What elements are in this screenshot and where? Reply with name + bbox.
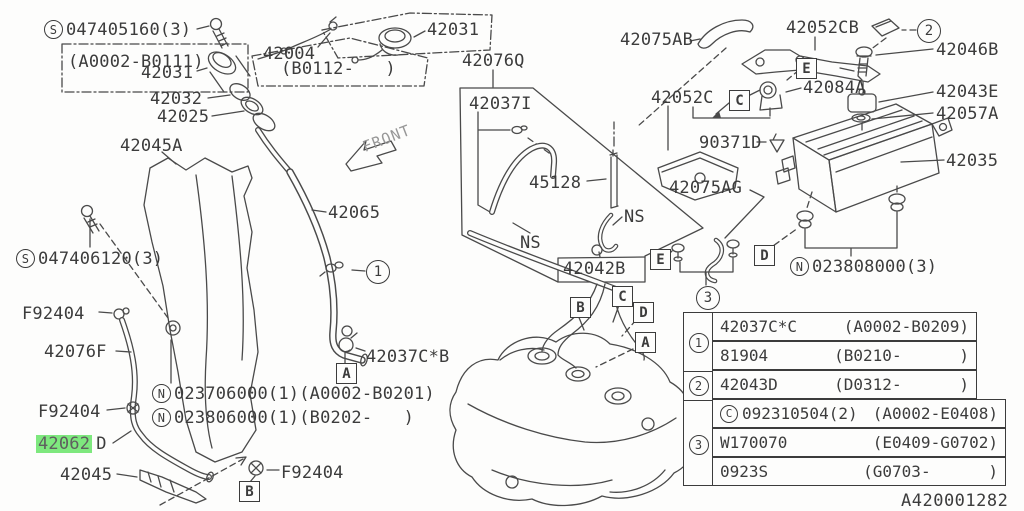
- callout-42035[interactable]: 42035: [946, 151, 999, 171]
- callout-42075ag[interactable]: 42075AG: [669, 178, 743, 198]
- ref-box-a-2: A: [336, 363, 357, 384]
- callout-42046b[interactable]: 42046B: [936, 40, 999, 60]
- ref-box-c-2: C: [612, 286, 633, 307]
- callout-45128[interactable]: 45128: [529, 173, 582, 193]
- circle-c-marker: C: [720, 404, 738, 423]
- callout-range-b0112: (B0112- ): [281, 59, 396, 79]
- table-divider: [684, 371, 713, 372]
- circle-n-marker: N: [790, 257, 809, 276]
- ref-box-c-1: C: [729, 90, 750, 111]
- table-row[interactable]: 42037C*C (A0002-B0209): [712, 312, 977, 341]
- vent-hose-run: [98, 307, 280, 506]
- ref-box-a-1: A: [635, 332, 656, 353]
- ref-box-d-2: D: [633, 302, 654, 323]
- callout-42084a[interactable]: 42084A: [803, 78, 866, 98]
- callout-42076q[interactable]: 42076Q: [462, 51, 525, 71]
- highlighted-part-42062: 42062: [36, 434, 93, 454]
- protector-panel: [80, 151, 259, 463]
- ref-circle-3: 3: [696, 286, 720, 310]
- callout-42042b[interactable]: 42042B: [563, 259, 626, 279]
- table-row[interactable]: W170070 (E0409-G0702): [712, 428, 1006, 457]
- group-marker-3: 3: [688, 435, 709, 455]
- callout-42037cb[interactable]: 42037C*B: [366, 347, 450, 367]
- callout-42037i[interactable]: 42037I: [469, 94, 532, 114]
- callout-f92404-1[interactable]: F92404: [22, 304, 85, 324]
- group-marker-1: 1: [688, 333, 709, 353]
- callout-ns-1: NS: [520, 233, 541, 253]
- diagram-number: A420001282: [901, 491, 1009, 511]
- callout-42043e[interactable]: 42043E: [936, 82, 999, 102]
- callout-42052cb[interactable]: 42052CB: [786, 18, 860, 38]
- ref-circle-1: 1: [366, 260, 390, 284]
- callout-42065[interactable]: 42065: [328, 203, 381, 223]
- callout-ns-2: NS: [624, 207, 645, 227]
- circle-s-marker: S: [44, 20, 63, 39]
- callout-90371d[interactable]: 90371D: [699, 133, 762, 153]
- circle-s-marker: S: [16, 249, 35, 268]
- callout-42031-2[interactable]: 42031: [427, 20, 480, 40]
- callout-42032[interactable]: 42032: [150, 89, 203, 109]
- filler-neck: [255, 127, 368, 367]
- canister-assembly: [637, 18, 953, 286]
- callout-42045[interactable]: 42045: [60, 465, 113, 485]
- callout-range-a0002-b0111: (A0002-B0111): [68, 52, 204, 72]
- callout-42045a[interactable]: 42045A: [120, 136, 183, 156]
- table-row[interactable]: 42043D (D0312- ): [712, 370, 977, 399]
- ref-box-b-2: B: [239, 481, 260, 502]
- filler-cap-assembly: [61, 12, 493, 132]
- callout-42052c[interactable]: 42052C: [651, 88, 714, 108]
- ref-circle-2: 2: [917, 19, 941, 43]
- callout-42076f[interactable]: 42076F: [44, 342, 107, 362]
- table-group-column: 1 2 3: [683, 312, 714, 486]
- callout-42025[interactable]: 42025: [157, 107, 210, 127]
- ref-box-e-2: E: [650, 249, 671, 270]
- ref-box-e-1: E: [796, 58, 817, 79]
- circle-n-marker: N: [152, 408, 171, 427]
- callout-42075ab[interactable]: 42075AB: [620, 30, 694, 50]
- callout-f92404-3[interactable]: F92404: [281, 463, 344, 483]
- ref-box-d-1: D: [754, 245, 775, 266]
- group-marker-2: 2: [688, 376, 709, 396]
- callout-f92404-2[interactable]: F92404: [38, 402, 101, 422]
- table-divider: [684, 400, 713, 401]
- table-row[interactable]: 0923S (G0703- ): [712, 457, 1006, 486]
- callout-42004[interactable]: 42004: [263, 44, 316, 64]
- callout-42057a[interactable]: 42057A: [936, 104, 999, 124]
- ref-box-b-1: B: [570, 297, 591, 318]
- front-arrow: [345, 140, 397, 172]
- table-row[interactable]: 81904 (B0210- ): [712, 341, 977, 370]
- callout-42031-1[interactable]: 42031: [141, 63, 194, 83]
- circle-n-marker: N: [152, 384, 171, 403]
